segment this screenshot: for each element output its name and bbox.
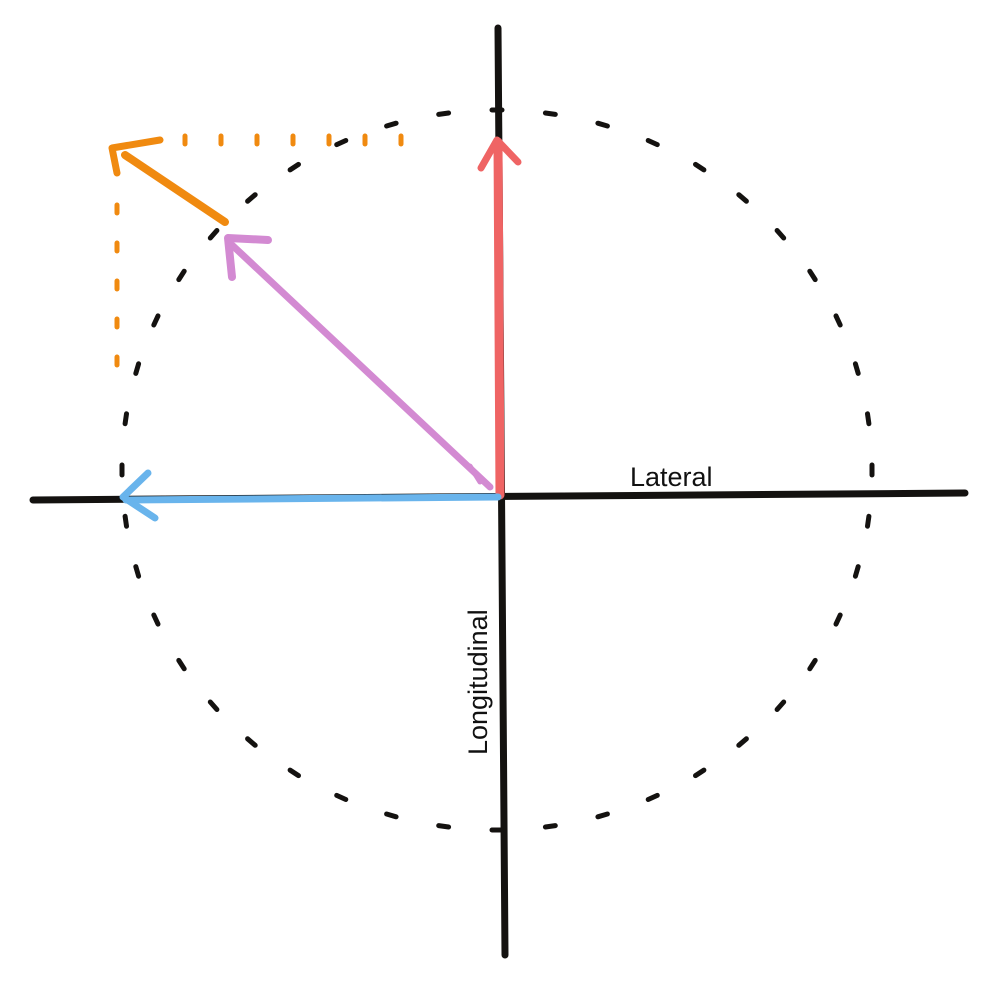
circle-dot: [176, 268, 187, 283]
vector-orange-arrow: [108, 136, 229, 226]
circle-dot: [807, 268, 818, 283]
circle-dot: [122, 411, 129, 427]
circle-dot: [833, 612, 843, 627]
circle-dot: [334, 138, 349, 148]
vector-up-arrow: [477, 136, 522, 500]
circle-dot: [595, 120, 610, 129]
circle-dot: [151, 313, 161, 328]
circle-dot: [542, 110, 558, 117]
circle-dot: [542, 823, 558, 830]
circle-dot: [207, 699, 220, 712]
circle-dot: [122, 513, 129, 529]
circle-dot: [245, 736, 258, 748]
circle-dot: [852, 361, 861, 376]
circle-dot: [645, 138, 660, 148]
circle-dot: [384, 811, 399, 820]
circle-dot: [693, 767, 707, 779]
circle-dot: [852, 564, 861, 579]
circle-dot: [865, 411, 872, 427]
circle-dot: [133, 361, 142, 376]
circle-dot: [774, 699, 787, 712]
circle-dot: [865, 513, 872, 529]
circle-dot: [693, 161, 707, 173]
circle-dot: [807, 657, 818, 672]
circle-dot: [207, 228, 220, 241]
circle-dot: [645, 792, 660, 802]
circle-dot: [245, 192, 258, 204]
circle-dot: [151, 612, 161, 627]
vectors: [108, 136, 522, 522]
vector-diagonal-arrow: [224, 234, 494, 491]
circle-dot: [436, 110, 452, 117]
circle-dot: [287, 161, 301, 173]
circle-dot: [176, 657, 187, 672]
lateral-label: Lateral: [630, 462, 713, 492]
circle-dot: [334, 792, 349, 802]
circle-dot: [384, 120, 399, 129]
dotted-circle: [119, 107, 875, 833]
circle-dot: [436, 823, 452, 830]
vector-left-arrow: [119, 469, 502, 522]
longitudinal-label: Longitudinal: [463, 609, 493, 755]
circle-dot: [595, 811, 610, 820]
circle-dot: [133, 564, 142, 579]
circle-dot: [833, 313, 843, 328]
circle-dot: [736, 192, 749, 204]
circle-dot: [287, 767, 301, 779]
circle-dot: [774, 228, 787, 241]
circle-dot: [736, 736, 749, 748]
orange-dotted-box: [114, 133, 404, 368]
